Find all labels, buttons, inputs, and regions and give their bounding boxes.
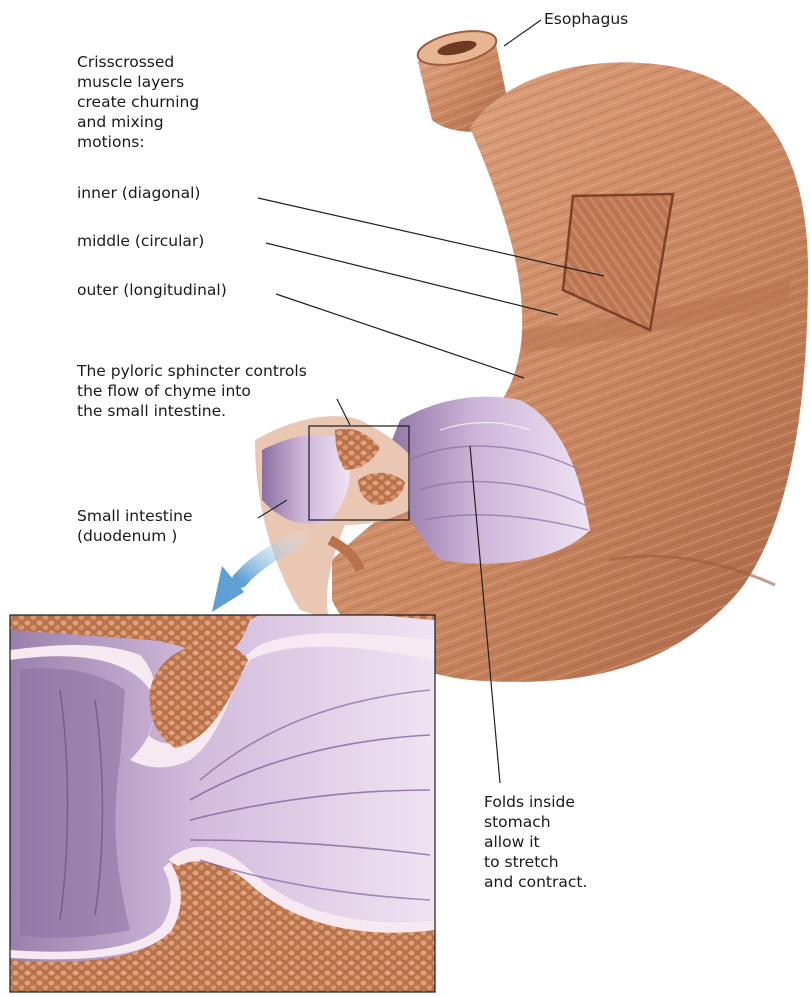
outer-layer-leader bbox=[276, 294, 524, 378]
stomach-body bbox=[332, 62, 808, 681]
esophagus-leader bbox=[504, 20, 541, 46]
pylorus-inset bbox=[10, 610, 435, 992]
